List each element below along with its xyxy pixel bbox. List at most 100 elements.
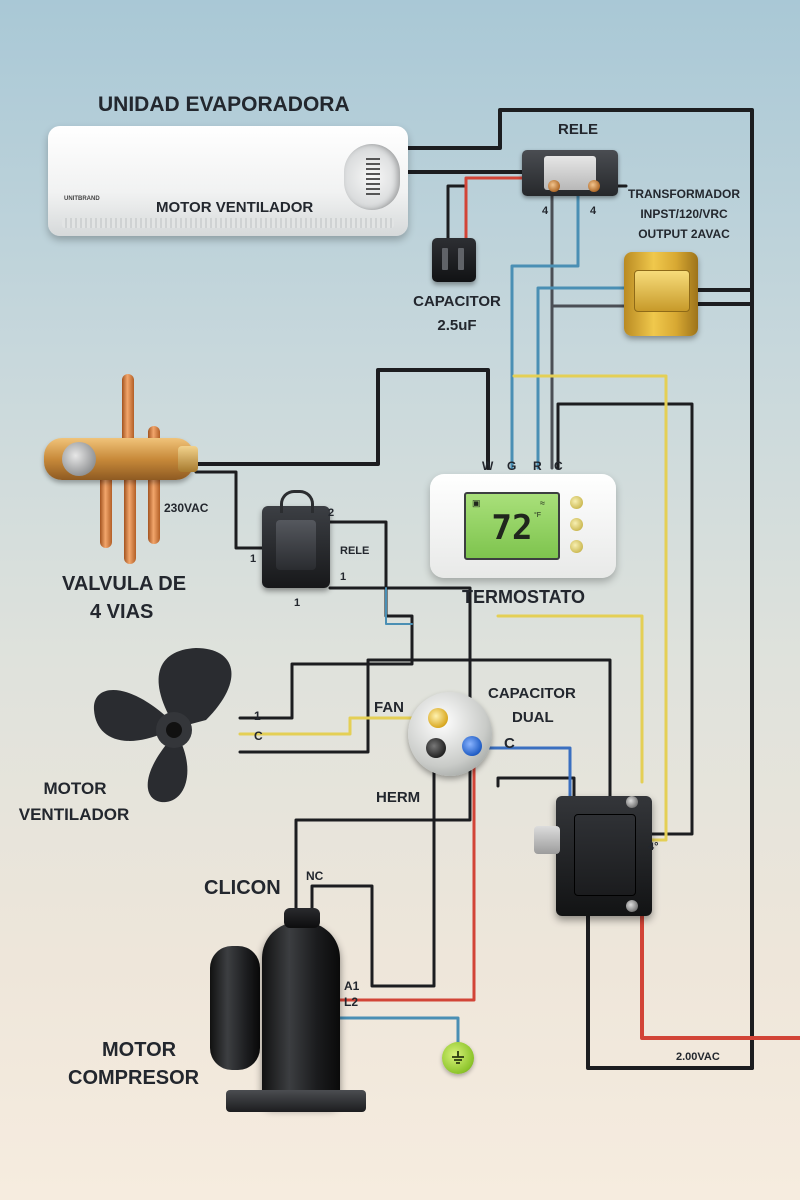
capacitor-small-value: 2.5uF [437, 317, 477, 334]
thermostat-label: TERMOSTATO [462, 587, 585, 607]
relay-lower-pin-2: 2 [328, 507, 335, 519]
clicon-nc-label: NC [306, 869, 324, 883]
thermostat: ▣ ≈ 72 °F [430, 474, 616, 578]
compressor-label-1: MOTOR [102, 1039, 177, 1061]
compressor-a1-label: A1 [344, 979, 360, 993]
tstat-terminal-g: G [507, 459, 517, 473]
relay-top-terminal-left [548, 180, 560, 192]
capacitor-herm-label: HERM [376, 789, 421, 806]
thermostat-mid-button[interactable] [570, 518, 583, 531]
fan-motor-label-2: VENTILADOR [18, 805, 130, 824]
wire-yellow-tstat-contactor [512, 374, 668, 842]
capacitor-fan-label: FAN [374, 699, 404, 716]
relay-lower-label: RELE [340, 545, 370, 557]
transformer-label-1: TRANSFORMADOR [628, 187, 740, 201]
capacitor-small-label: CAPACITOR [413, 293, 501, 310]
relay-top-pin-right: 4 [590, 205, 597, 217]
supply-voltage: 2.00VAC [676, 1051, 720, 1063]
wire-black-contactor-top [496, 776, 576, 802]
thermostat-display: ▣ ≈ 72 °F [464, 492, 560, 560]
capacitor-dual [408, 692, 492, 776]
contactor-terminal-top [626, 796, 638, 808]
compressor [262, 922, 340, 1106]
relay-lower-pin-1-right: 1 [340, 571, 347, 583]
capacitor-herm-terminal [426, 738, 446, 758]
fan-terminal-c: C [254, 729, 263, 743]
relay-lower [262, 490, 330, 588]
wire-yellow-tstat-bottom [496, 614, 644, 784]
valve-pipe-left [100, 472, 112, 548]
thermostat-fan-icon: ≈ [540, 498, 545, 508]
thermostat-down-button[interactable] [570, 540, 583, 553]
transformer-label-3: OUTPUT 2AVAC [638, 227, 730, 241]
compressor-label-2: COMPRESOR [68, 1067, 200, 1089]
wire-yellow-fan-cap [238, 716, 436, 736]
relay-top-pin-left: 4 [542, 205, 549, 217]
thermostat-up-button[interactable] [570, 496, 583, 509]
evaporator-fan-motor-label: MOTOR VENTILADOR [156, 199, 314, 216]
wire-blue-tstat-r [536, 286, 626, 470]
wire-black-relay-out [238, 520, 414, 720]
valve-pipe-mid [124, 472, 136, 564]
compressor-accumulator [210, 946, 260, 1070]
wire-red-supply [640, 910, 800, 1040]
capacitor-common-label: C [504, 735, 515, 752]
thermostat-unit: °F [534, 512, 542, 519]
capacitor-common-terminal [462, 736, 482, 756]
tstat-terminal-w: W [482, 459, 494, 473]
relay-top-terminal-right [588, 180, 600, 192]
compressor-base [226, 1090, 366, 1112]
evaporator-fan-motor [344, 144, 400, 210]
wire-blue-tstat-g [510, 194, 580, 470]
tstat-terminal-r: R [533, 459, 542, 473]
ground-icon [442, 1042, 474, 1074]
wire-black-fan-common [238, 658, 612, 802]
compressor-terminal-cap [284, 908, 320, 928]
wire-black-red-cap [464, 176, 524, 240]
fan-terminal-1: 1 [254, 709, 261, 723]
evaporator-brand: UNITBRAND [64, 196, 100, 202]
wire-blue-relay-fan [385, 587, 413, 625]
valve-nut [62, 442, 96, 476]
wire-black-herm [310, 744, 436, 988]
transformer-label-2: INPST/120/VRC [640, 207, 728, 221]
tstat-terminal-c: C [554, 459, 563, 473]
capacitor-dual-label-1: CAPACITOR [488, 685, 576, 702]
wire-blue-cap-contactor [472, 746, 572, 802]
contactor [534, 796, 652, 916]
contactor-terminal-label: 4° [648, 841, 659, 853]
valve-label-2: 4 VIAS [90, 601, 154, 623]
wire-black-tstat-c [556, 402, 694, 836]
wire-black-valve-relay [194, 470, 264, 550]
clicon-label: CLICON [204, 877, 281, 899]
capacitor-fan-terminal [428, 708, 448, 728]
valve-coil [178, 446, 198, 472]
fan-blade-icon [93, 648, 232, 803]
wire-blue-ground [338, 1016, 460, 1046]
wire-black-cap-small [446, 184, 468, 240]
evaporator-grille [62, 218, 394, 228]
capacitor-dual-label-2: DUAL [512, 709, 554, 726]
relay-lower-pin-1-bottom: 1 [294, 597, 301, 609]
fan-motor-label-1: MOTOR [43, 779, 107, 798]
relay-top [522, 150, 618, 196]
transformer [624, 252, 698, 336]
thermostat-mode-icon: ▣ [472, 498, 481, 508]
valve-pipe-top [122, 374, 134, 448]
contactor-terminal-bottom [626, 900, 638, 912]
thermostat-temperature: 72 [491, 508, 533, 548]
wire-black-tstat-w [194, 368, 490, 470]
valve-voltage: 230VAC [164, 501, 209, 515]
evaporator-unit: UNITBRAND [48, 126, 408, 236]
wire-red-herm-l2 [338, 758, 476, 1002]
valve-label-1: VALVULA DE [62, 573, 187, 595]
capacitor-small [432, 238, 476, 282]
relay-top-label: RELE [558, 121, 599, 138]
wire-black-xfmr-right [696, 288, 754, 306]
wire-black-relay-1 [294, 586, 472, 910]
wire-black-contactor-bottom [586, 914, 754, 1070]
wire-black-top-loop [406, 108, 754, 1070]
relay-lower-pin-1-left: 1 [250, 553, 257, 565]
diagram-title: UNIDAD EVAPORADORA [98, 93, 350, 116]
